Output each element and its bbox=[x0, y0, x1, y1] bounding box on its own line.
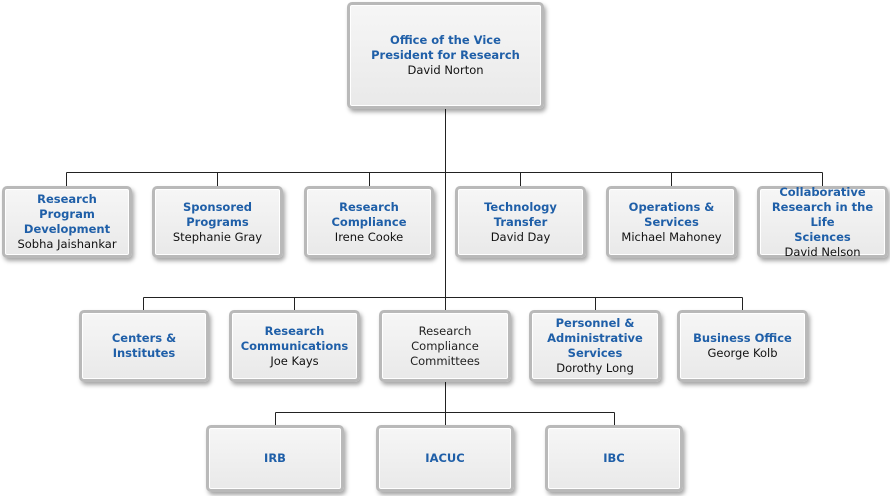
org-node-centers-institutes[interactable]: Centers & Institutes bbox=[79, 310, 209, 382]
org-node-iacuc[interactable]: IACUC bbox=[376, 425, 514, 492]
org-node-research-compliance[interactable]: Research Compliance Irene Cooke bbox=[304, 186, 434, 258]
node-person: Dorothy Long bbox=[556, 361, 634, 375]
node-title: IACUC bbox=[425, 451, 465, 465]
org-node-research-program-development[interactable]: Research Program Development Sobha Jaish… bbox=[2, 186, 132, 258]
node-title: Centers & Institutes bbox=[111, 331, 177, 360]
org-node-research-compliance-committees[interactable]: Research Compliance Committees bbox=[379, 310, 511, 382]
org-node-collaborative-research-life-sciences[interactable]: Collaborative Research in the Life Scien… bbox=[757, 184, 888, 259]
org-node-operations-services[interactable]: Operations & Services Michael Mahoney bbox=[606, 186, 737, 258]
node-title: Collaborative Research in the Life Scien… bbox=[771, 184, 874, 244]
node-title: Research Compliance bbox=[331, 199, 407, 229]
node-person: David Nelson bbox=[784, 244, 861, 259]
node-person: David Norton bbox=[407, 63, 484, 77]
node-person: Irene Cooke bbox=[334, 229, 404, 244]
node-title: Sponsored Programs bbox=[182, 199, 253, 229]
node-title: IBC bbox=[603, 451, 625, 465]
org-node-irb[interactable]: IRB bbox=[206, 425, 344, 492]
node-person: Joe Kays bbox=[270, 353, 319, 368]
org-node-sponsored-programs[interactable]: Sponsored Programs Stephanie Gray bbox=[152, 186, 283, 258]
node-title: Research Compliance Committees bbox=[410, 323, 480, 368]
org-node-personnel-administrative-services[interactable]: Personnel & Administrative Services Doro… bbox=[529, 310, 661, 382]
node-title: Operations & Services bbox=[628, 199, 715, 229]
node-title: IRB bbox=[264, 451, 286, 465]
node-person: George Kolb bbox=[707, 346, 778, 360]
org-node-research-communications[interactable]: Research Communications Joe Kays bbox=[229, 310, 360, 382]
node-person: Sobha Jaishankar bbox=[17, 237, 117, 251]
node-person: Stephanie Gray bbox=[172, 229, 263, 244]
node-person: Michael Mahoney bbox=[621, 229, 722, 244]
node-title: Personnel & Administrative Services bbox=[547, 316, 643, 360]
org-node-ibc[interactable]: IBC bbox=[545, 425, 683, 492]
org-node-vice-president-research[interactable]: Office of the Vice President for Researc… bbox=[347, 2, 544, 109]
node-title: Research Program Development bbox=[23, 192, 111, 236]
node-title: Office of the Vice President for Researc… bbox=[371, 33, 520, 62]
org-node-technology-transfer[interactable]: Technology Transfer David Day bbox=[455, 186, 586, 258]
node-title: Research Communications bbox=[240, 323, 349, 353]
node-title: Technology Transfer bbox=[484, 199, 557, 229]
node-title: Business Office bbox=[693, 331, 792, 345]
org-node-business-office[interactable]: Business Office George Kolb bbox=[677, 310, 808, 382]
node-person: David Day bbox=[490, 229, 551, 244]
